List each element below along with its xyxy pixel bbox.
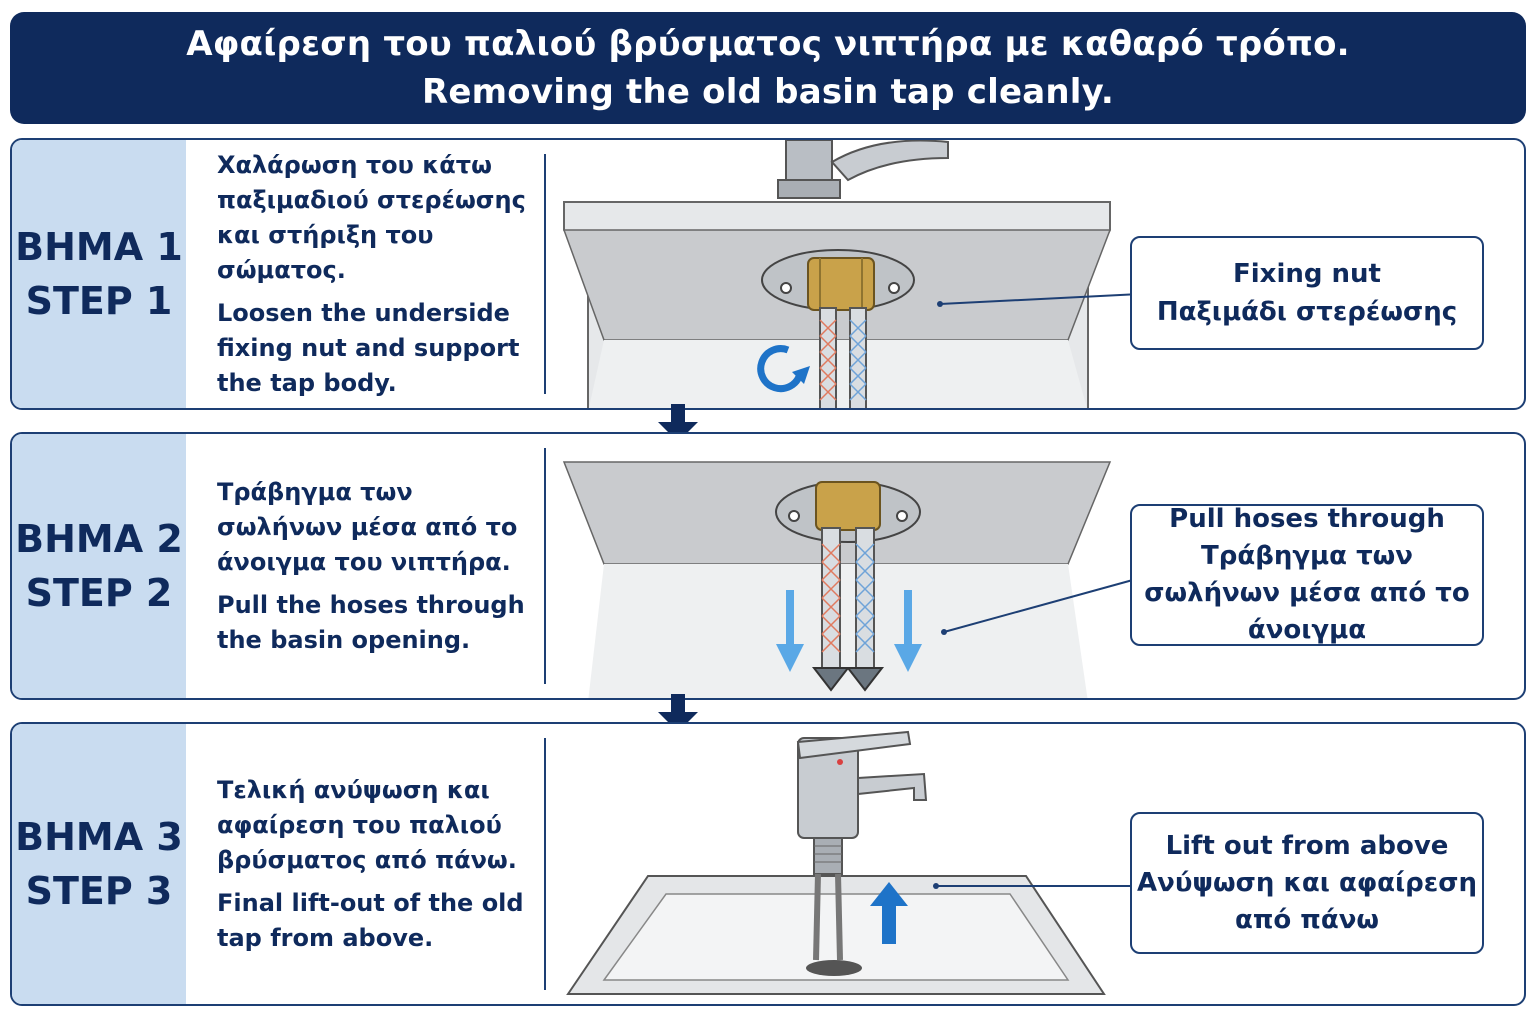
up-arrow-icon [870, 882, 908, 944]
basin-wall [588, 340, 1087, 408]
callout-2-greek: Τράβηγμα των σωλήνων μέσα από το άνοιγμα [1144, 541, 1470, 645]
cold-hose [855, 527, 875, 669]
step-3-text-english: Final lift-out of the old tap from above… [217, 888, 524, 952]
step-3-label-english: STEP 3 [25, 869, 173, 913]
pull-down-arrow-icon [776, 590, 804, 672]
step-2-label-english: STEP 2 [25, 571, 173, 615]
step-1-divider [544, 154, 546, 394]
step-1-text-english: Loosen the underside fixing nut and supp… [217, 298, 520, 397]
plate-screw [888, 282, 900, 294]
callout-3-english: Lift out from above [1165, 830, 1449, 861]
tap-hose [813, 873, 821, 961]
tap-lever [830, 140, 949, 182]
callout-3-greek: Ανύψωση και αφαίρεση από πάνω [1137, 867, 1477, 935]
old-tap-lever [796, 730, 912, 760]
plate-screw [780, 282, 792, 294]
tap-hose [835, 873, 843, 961]
title-greek: Αφαίρεση του παλιού βρύσματος νιπτήρα με… [186, 24, 1350, 64]
callout-1-greek: Παξιμάδι στερέωσης [1156, 297, 1458, 327]
fixing-nut-leader [939, 293, 1141, 305]
step-2-text: Τράβηγμα των σωλήνων μέσα από το άνοιγμα… [217, 434, 537, 698]
fixing-nut [807, 257, 875, 311]
threaded-shank [813, 837, 843, 875]
lift-out-callout: Lift out from above Ανύψωση και αφαίρεση… [1130, 812, 1484, 954]
step-3-panel: ΒΗΜΑ 3 STEP 3 Τελική ανύψωση και αφαίρεσ… [10, 722, 1526, 1006]
sink-bowl [602, 893, 1070, 981]
step-1-label-english: STEP 1 [25, 279, 173, 323]
callout-2-english: Pull hoses through [1169, 504, 1445, 534]
tap-base [777, 179, 841, 199]
step-2-text-english: Pull the hoses through the basin opening… [217, 590, 525, 654]
step-1-label-greek: ΒΗΜΑ 1 [15, 225, 183, 269]
step-2-text-greek: Τράβηγμα των σωλήνων μέσα από το άνοιγμα… [217, 477, 518, 576]
step-2-label: ΒΗΜΑ 2 STEP 2 [12, 434, 186, 698]
step-1-panel: ΒΗΜΑ 1 STEP 1 Χαλάρωση του κάτω παξιμαδι… [10, 138, 1526, 410]
rotate-arrow-icon [757, 345, 810, 393]
step-2-panel: ΒΗΜΑ 2 STEP 2 Τράβηγμα των σωλήνων μέσα … [10, 432, 1526, 700]
step-3-label-greek: ΒΗΜΑ 3 [15, 815, 183, 859]
step-1-illustration [562, 140, 1141, 408]
step-2-divider [544, 448, 546, 684]
step-3-divider [544, 738, 546, 990]
callout-1-english: Fixing nut [1233, 259, 1381, 289]
tap-body [785, 140, 833, 183]
step-3-text: Τελική ανύψωση και αφαίρεση του παλιού β… [217, 724, 537, 1004]
step-3-illustration [566, 730, 1140, 995]
pull-hoses-leader [943, 577, 1141, 633]
title-banner: Αφαίρεση του παλιού βρύσματος νιπτήρα με… [10, 12, 1526, 124]
hot-hose [821, 527, 841, 669]
step-2-label-greek: ΒΗΜΑ 2 [15, 517, 183, 561]
title-english: Removing the old basin tap cleanly. [422, 72, 1114, 112]
step-2-illustration [562, 461, 1141, 698]
step-1-label: ΒΗΜΑ 1 STEP 1 [12, 140, 186, 408]
step-3-text-greek: Τελική ανύψωση και αφαίρεση του παλιού β… [217, 775, 517, 874]
step-1-text: Χαλάρωση του κάτω παξιμαδιού στερέωσης κ… [217, 140, 537, 408]
step-1-text-greek: Χαλάρωση του κάτω παξιμαδιού στερέωσης κ… [217, 150, 526, 284]
brass-nut [815, 481, 881, 531]
pull-hoses-callout: Pull hoses through Τράβηγμα των σωλήνων … [1130, 504, 1484, 646]
old-tap-spout [857, 772, 928, 801]
step-3-label: ΒΗΜΑ 3 STEP 3 [12, 724, 186, 1004]
fixing-nut-callout: Fixing nut Παξιμάδι στερέωσης [1130, 236, 1484, 350]
pull-down-arrow-icon [894, 590, 922, 672]
drain-hole [806, 960, 862, 976]
